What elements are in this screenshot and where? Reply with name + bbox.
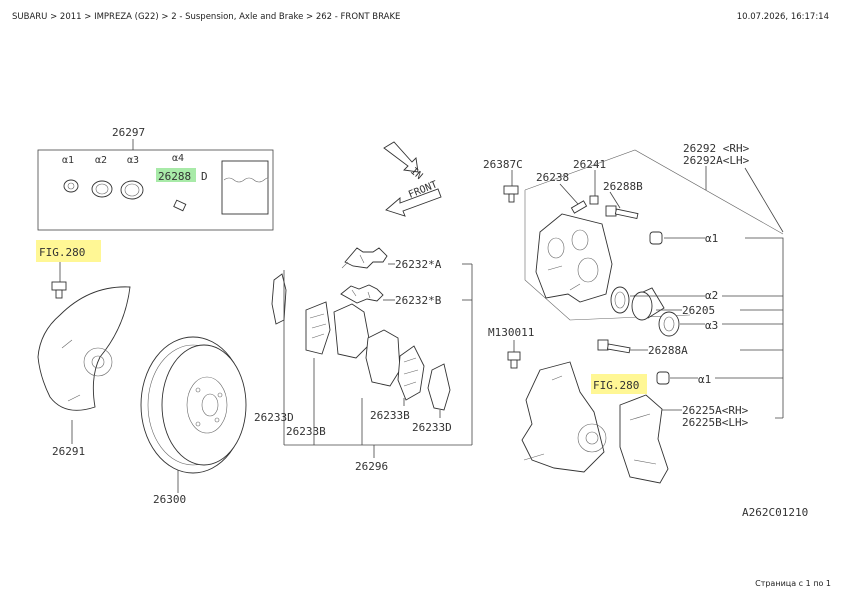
alpha2-label: α2 [705,289,718,302]
rotor-label[interactable]: 26300 [153,493,186,506]
shim-d-left-label[interactable]: 26233D [254,411,294,424]
alpha1-bottom-label: α1 [698,373,711,386]
kit-seal-icon [91,180,113,198]
kit-item-3: α3 [127,155,139,166]
fig-left-highlight [36,240,101,262]
kit-item-2: α2 [95,155,107,166]
shim-right-icon [427,363,451,411]
shim-d-right-label[interactable]: 26233D [412,421,452,434]
brake-rotor-icon [140,336,247,474]
pad-left-icon [333,303,371,359]
piston-seal-icon [610,286,630,314]
support-lh-label[interactable]: 26225B<LH> [682,416,749,429]
shim-b-mid-label[interactable]: 26233B [370,409,410,422]
grease-pack-icon [221,160,269,215]
bolt-m-label[interactable]: M130011 [488,326,534,339]
clip-b-label[interactable]: 26232*B [395,294,442,307]
timestamp: 10.07.2026, 16:17:14 [736,12,829,22]
guide-pin-boot-icon [656,371,670,385]
pad-left-backing-icon [305,301,331,355]
steering-knuckle-icon [521,361,607,473]
kit-pin-icon [173,199,187,212]
fig-280-link-left[interactable]: FIG.280 [39,246,85,259]
kit-boot-icon [63,179,79,193]
kit-piston-seal-icon [120,180,144,200]
direction-in-arrow-icon: IN [383,141,424,182]
part-highlight [156,168,196,182]
guide-pin-icon [570,195,599,214]
kit-item-4: α4 [172,153,184,164]
guide-pin-241-label[interactable]: 26241 [573,158,606,171]
kit-box-label: 26297 [112,126,145,139]
shim-b-left-label[interactable]: 26233B [286,425,326,438]
pad-kit-label[interactable]: 26296 [355,460,388,473]
alpha3-label: α3 [705,319,718,332]
pad-clip-b-icon [340,284,384,304]
support-rh-label[interactable]: 26225A<RH> [682,404,749,417]
bolt-a-label[interactable]: 26288A [648,344,688,357]
backing-plate-label[interactable]: 26291 [52,445,85,458]
caliper-support-icon [619,394,669,484]
pad-right-icon [365,329,401,387]
bolt-b-label[interactable]: 26288B [603,180,643,193]
caliper-lh-label[interactable]: 26292A<LH> [683,154,750,167]
direction-front-arrow-icon: FRONT [385,179,442,217]
page-info: Страница с 1 по 1 [755,579,831,588]
breadcrumb: SUBARU > 2011 > IMPREZA (G22) > 2 - Susp… [12,12,401,22]
fig-right-highlight [591,374,647,394]
pad-clip-a-icon [341,247,388,269]
pad-right-backing-icon [397,345,425,401]
backing-plate-bolt-icon [51,281,67,299]
guide-238-label[interactable]: 26238 [536,171,569,184]
bleeder-label[interactable]: 26387C [483,158,523,171]
piston-label[interactable]: 26205 [682,304,715,317]
diagram-code: A262C01210 [742,506,808,519]
clip-a-label[interactable]: 26232*A [395,258,442,271]
caliper-boot-icon [649,231,663,245]
kit-item-1: α1 [62,155,74,166]
brake-caliper-icon [535,213,613,303]
alpha1-top-label: α1 [705,232,718,245]
kit-box: 26297 α1 α2 α3 α4 26288 D [37,126,274,231]
bleeder-screw-icon [503,185,519,203]
bolt-b-icon [605,205,639,220]
kit-part-suffix: D [201,170,208,183]
bolt-m-icon [507,351,521,369]
piston-boot-icon [658,311,680,337]
piston-icon [631,287,665,321]
caliper-rh-label[interactable]: 26292 <RH> [683,142,750,155]
fig-280-link-right[interactable]: FIG.280 [593,379,639,392]
bolt-a-icon [597,339,631,354]
backing-plate-icon [37,286,131,411]
kit-part-number[interactable]: 26288 [158,170,191,183]
